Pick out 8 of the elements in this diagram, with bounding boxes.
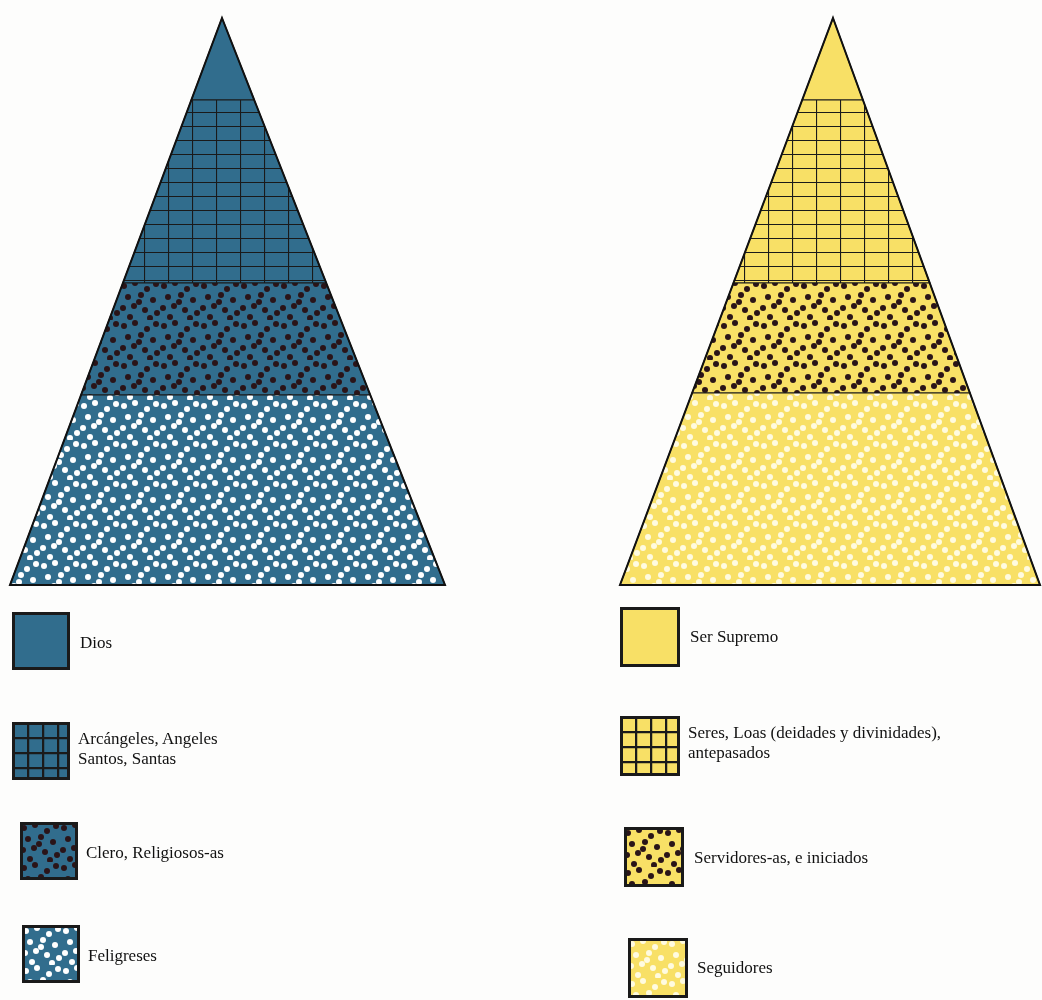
legend-label: Ser Supremo <box>690 627 779 647</box>
legend-label: Seguidores <box>697 958 773 978</box>
legend-label: Clero, Religiosos-as <box>86 843 224 863</box>
legend-label: Feligreses <box>88 946 157 966</box>
legend-label: Seres, Loas (deidades y divinidades), antepasados <box>688 723 943 763</box>
legend-label: Arcángeles, Angeles Santos, Santas <box>78 729 219 769</box>
legend-label: Servidores-as, e iniciados <box>694 848 869 868</box>
legend-label: Dios <box>80 633 113 653</box>
